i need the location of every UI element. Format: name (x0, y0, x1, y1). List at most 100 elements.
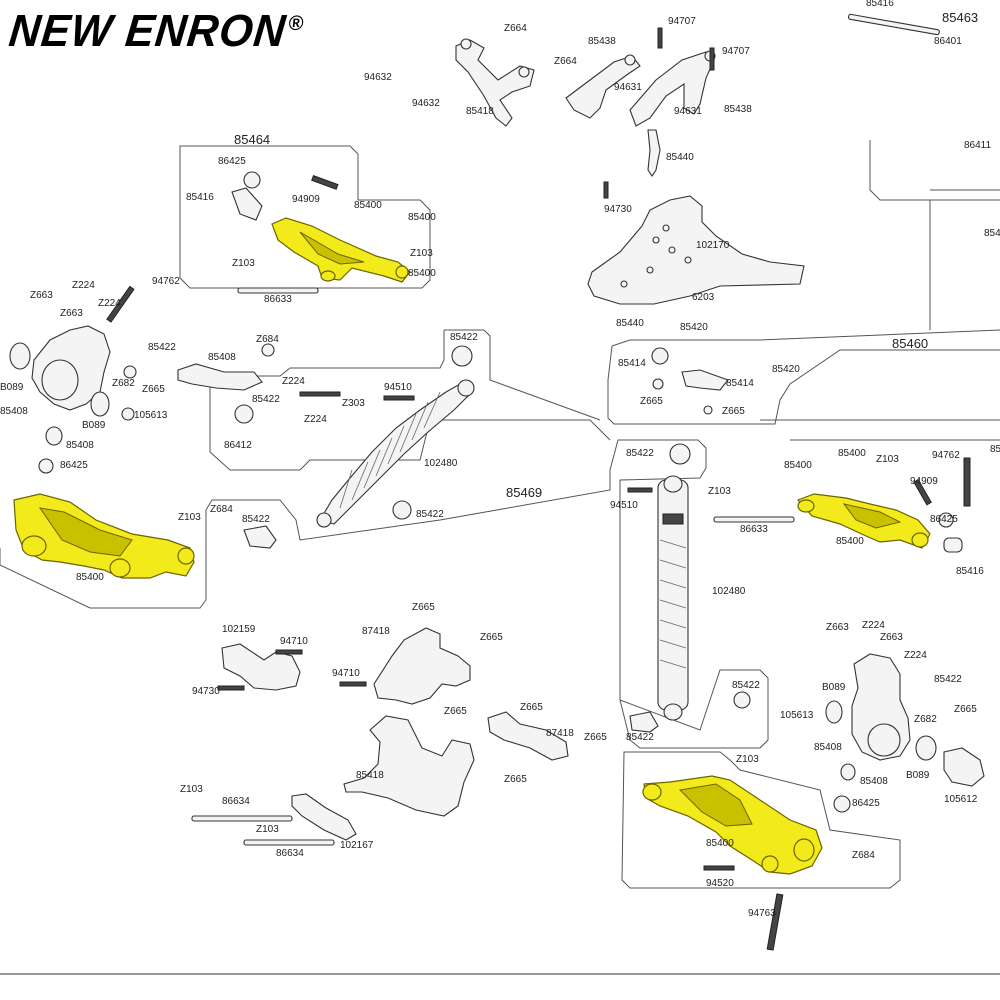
hinge-pins (191, 13, 940, 846)
label-85418b: 85418 (356, 770, 384, 781)
label-Z103c: Z103 (178, 512, 201, 523)
label-Z684a: Z684 (256, 334, 279, 345)
screws (106, 27, 971, 951)
label-85422b: 85422 (252, 394, 280, 405)
label-6203: 6203 (692, 292, 715, 303)
label-94520: 94520 (706, 878, 734, 889)
label-Z224a: Z224 (72, 280, 95, 291)
label-85438b: 85438 (724, 104, 752, 115)
label-Z103d: Z103 (708, 486, 731, 497)
label-Z663b: Z663 (60, 308, 83, 319)
label-85463: 85463 (942, 10, 978, 25)
label-86633a: 86633 (264, 294, 292, 305)
label-Z664a: Z664 (504, 23, 527, 34)
label-94707a: 94707 (668, 16, 696, 27)
lower-arm-right (642, 775, 823, 875)
label-86401: 86401 (934, 36, 962, 47)
label-94762b: 94762 (932, 450, 960, 461)
label-Z663d: Z663 (880, 632, 903, 643)
label-85464: 85464 (234, 132, 270, 147)
label-94909a: 94909 (292, 194, 320, 205)
label-94707b: 94707 (722, 46, 750, 57)
label-85418a: 85418 (466, 106, 494, 117)
label-85422d: 85422 (416, 509, 444, 520)
label-87418b: 87418 (546, 728, 574, 739)
label-Z665d: Z665 (412, 602, 435, 613)
label-86425a: 86425 (218, 156, 246, 167)
label-Z665b: Z665 (640, 396, 663, 407)
label-85408b: 85408 (66, 440, 94, 451)
label-Z224f: Z224 (904, 650, 927, 661)
upper-arm-right (796, 493, 931, 549)
label-94710b: 94710 (332, 668, 360, 679)
label-85422a: 85422 (148, 342, 176, 353)
label-85416b: 85416 (186, 192, 214, 203)
label-85400c: 85400 (408, 268, 436, 279)
label-85400d: 85400 (76, 572, 104, 583)
shock-right-102480 (657, 475, 689, 721)
label-Z665g: Z665 (520, 702, 543, 713)
label-Z224e: Z224 (862, 620, 885, 631)
small-hardware (121, 171, 963, 733)
label-Z682a: Z682 (112, 378, 135, 389)
label-85422c: 85422 (450, 332, 478, 343)
label-Z665f: Z665 (444, 706, 467, 717)
label-Z103h: Z103 (736, 754, 759, 765)
label-94631a: 94631 (614, 82, 642, 93)
label-102167: 102167 (340, 840, 374, 851)
top-plate-102170 (587, 195, 805, 305)
label-86411: 86411 (964, 140, 992, 151)
label-8541-right-a: 8541 (984, 228, 1000, 239)
label-86634b: 86634 (276, 848, 304, 859)
label-85416a: 85416 (866, 0, 894, 9)
label-Z224c: Z224 (282, 376, 305, 387)
label-85400f: 85400 (836, 536, 864, 547)
label-Z665i: Z665 (504, 774, 527, 785)
upper-arm-top-left (271, 217, 411, 283)
label-85422e: 85422 (242, 514, 270, 525)
label-102159: 102159 (222, 624, 256, 635)
group-outlines (0, 140, 1000, 889)
knuckle-left (9, 325, 111, 474)
label-85400a: 85400 (354, 200, 382, 211)
label-Z665c: Z665 (722, 406, 745, 417)
label-Z103e: Z103 (876, 454, 899, 465)
label-B089b: B089 (82, 420, 106, 431)
part-number-labels: 85416 85463 86401 86411 8541 85464 86425… (0, 0, 1000, 919)
label-85408c: 85408 (208, 352, 236, 363)
label-85460: 85460 (892, 336, 928, 351)
label-94710a: 94710 (280, 636, 308, 647)
label-94632a: 94632 (364, 72, 392, 83)
label-86425c: 86425 (930, 514, 958, 525)
label-Z303: Z303 (342, 398, 365, 409)
label-85414a: 85414 (618, 358, 646, 369)
label-85440b: 85440 (616, 318, 644, 329)
upper-links-top (455, 38, 716, 177)
label-85408a: 85408 (0, 406, 28, 417)
label-Z663c: Z663 (826, 622, 849, 633)
label-B089c: B089 (822, 682, 846, 693)
shock-left-102480 (316, 379, 475, 528)
label-85420a: 85420 (680, 322, 708, 333)
label-Z684c: Z684 (852, 850, 875, 861)
label-85440a: 85440 (666, 152, 694, 163)
label-Z103g: Z103 (256, 824, 279, 835)
label-85414b: 85414 (726, 378, 754, 389)
label-85422h: 85422 (626, 732, 654, 743)
label-94763: 94763 (748, 908, 776, 919)
label-94510a: 94510 (384, 382, 412, 393)
label-85400e: 85400 (784, 460, 812, 471)
label-85420b: 85420 (772, 364, 800, 375)
label-Z665j: Z665 (954, 704, 977, 715)
label-Z663a: Z663 (30, 290, 53, 301)
label-Z224d: Z224 (304, 414, 327, 425)
label-8541-right-b: 8541 (990, 444, 1000, 455)
label-94762a: 94762 (152, 276, 180, 287)
lower-arm-left (13, 493, 195, 579)
knuckle-right (825, 653, 985, 813)
label-87418a: 87418 (362, 626, 390, 637)
label-Z665h: Z665 (584, 732, 607, 743)
label-B089d: B089 (906, 770, 930, 781)
label-94632b: 94632 (412, 98, 440, 109)
label-85408e: 85408 (860, 776, 888, 787)
